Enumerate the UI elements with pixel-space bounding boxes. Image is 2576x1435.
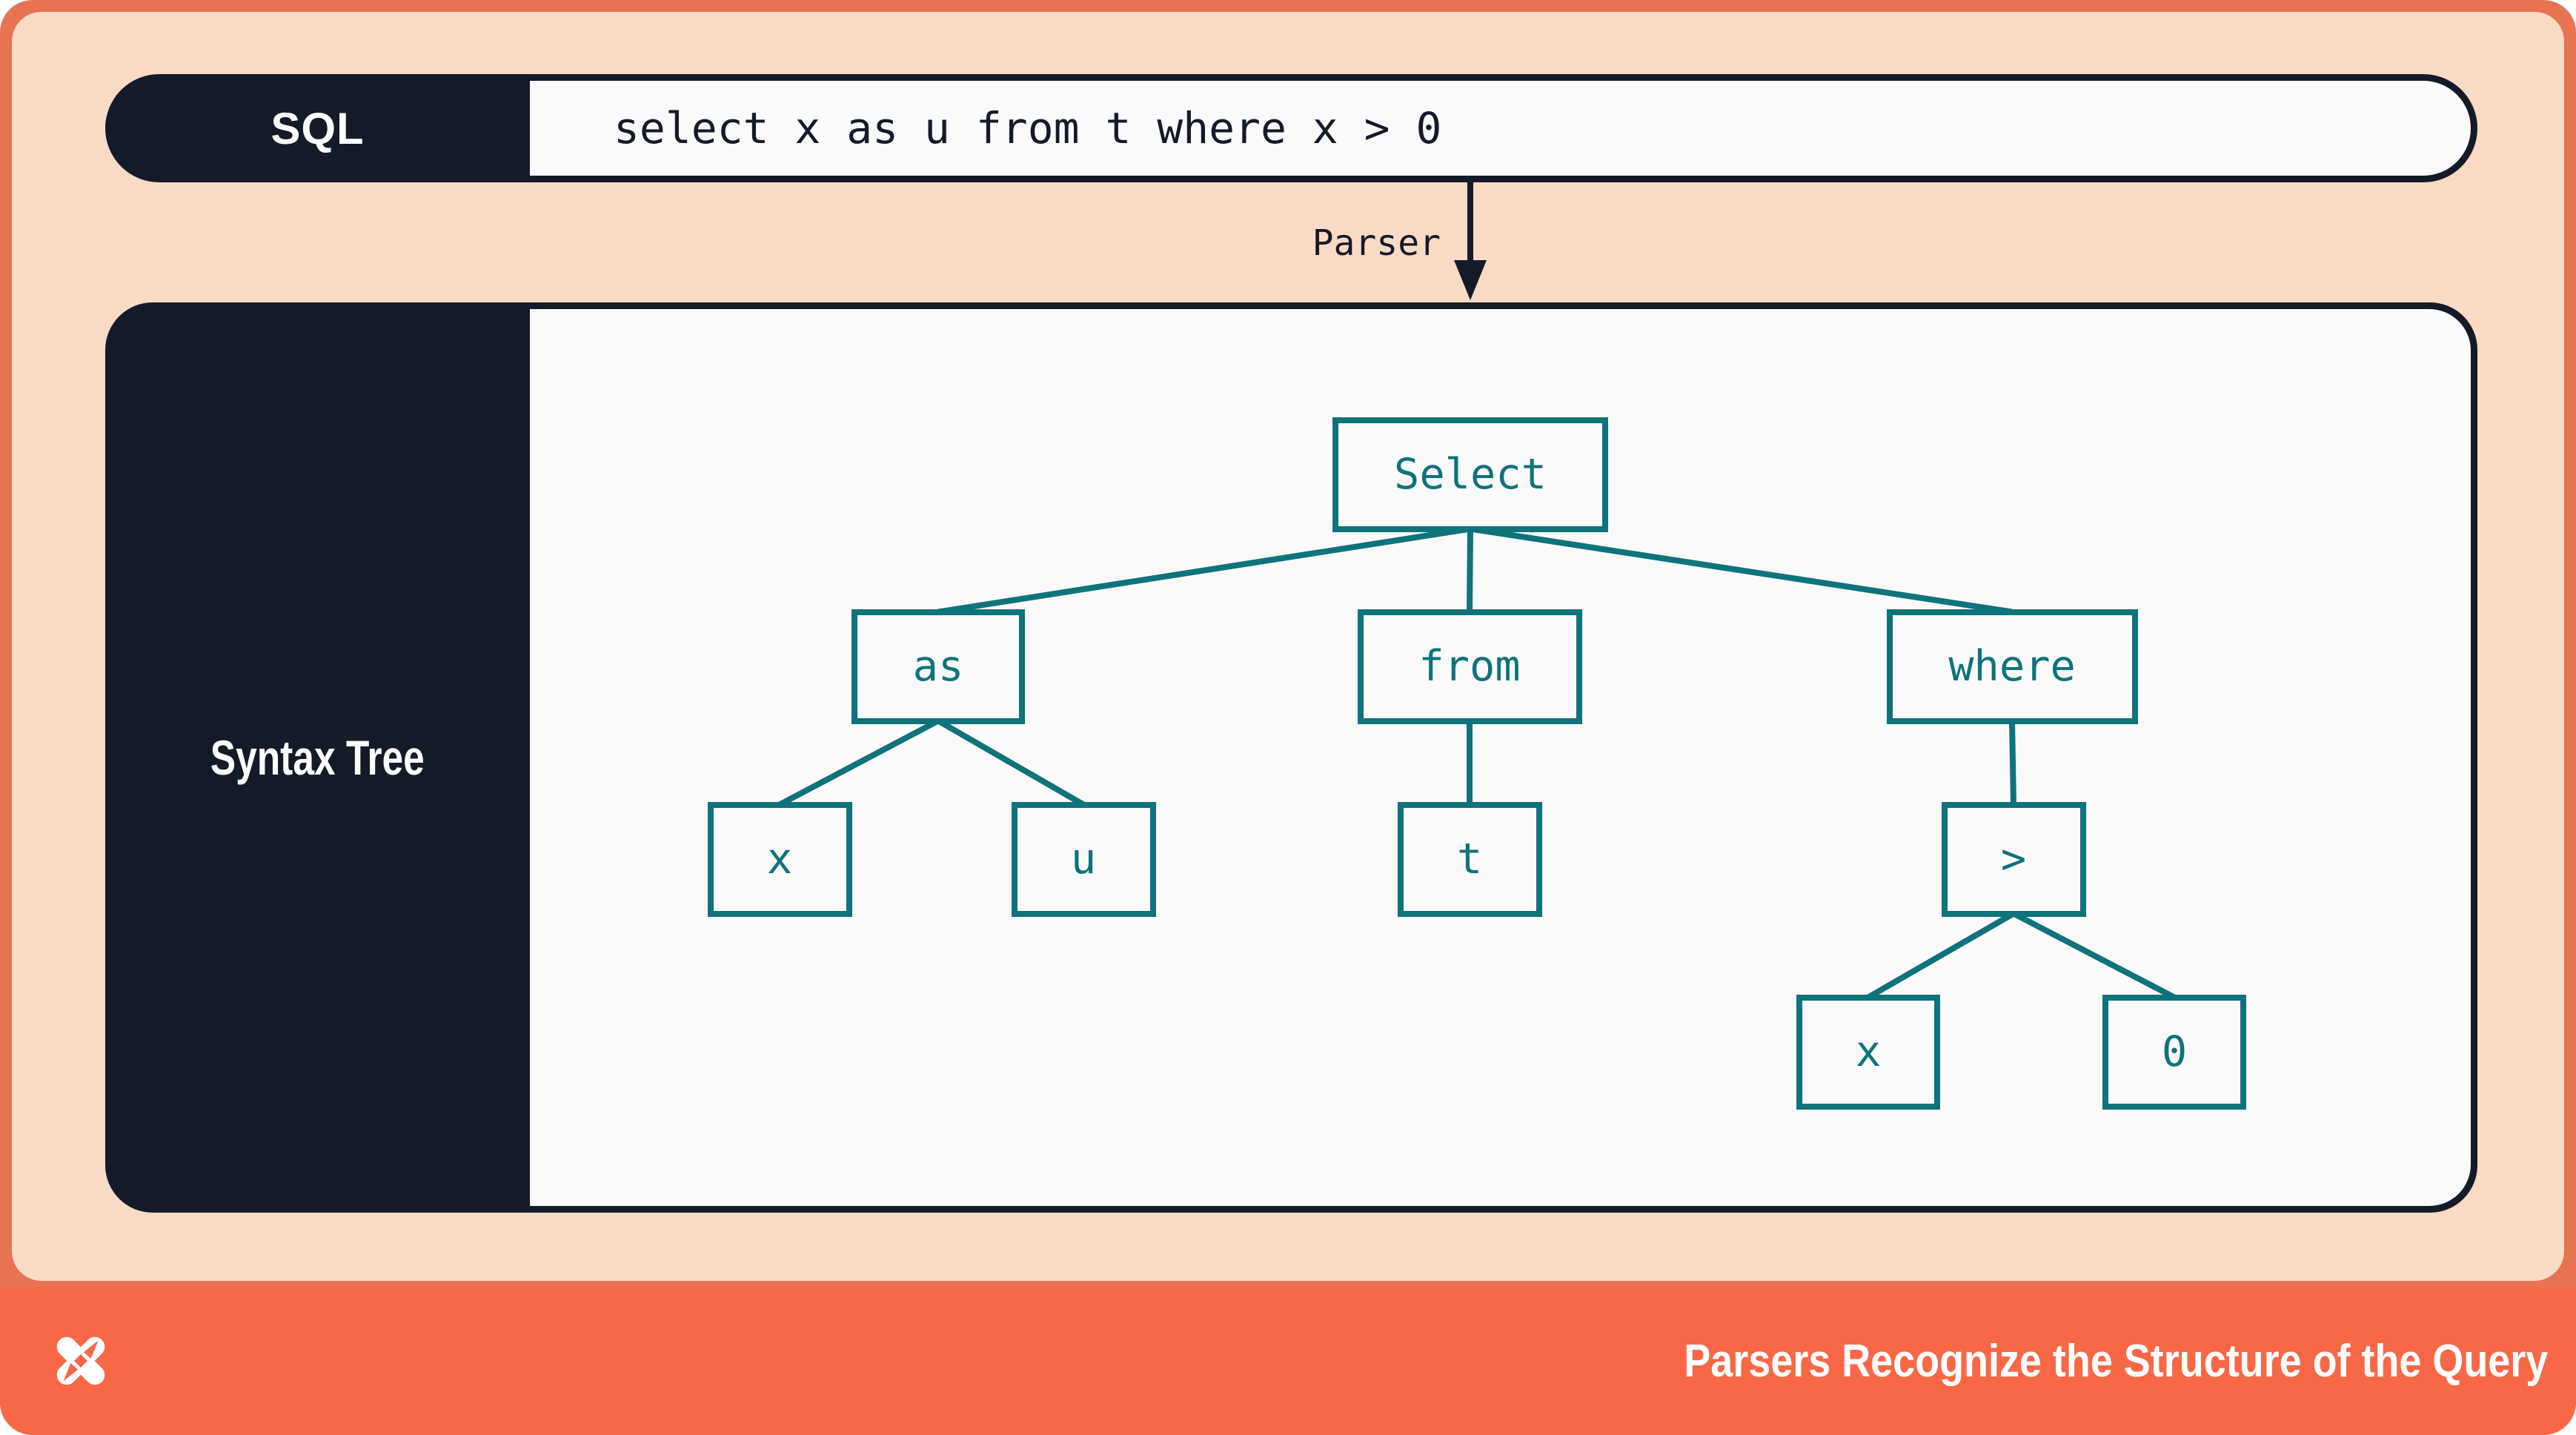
footer-bar: Parsers Recognize the Structure of the Q… (0, 1287, 2576, 1435)
tree-node-gt: > (1941, 801, 2086, 917)
syntax-tree-edges (778, 526, 2176, 1001)
parser-label: Parser (1312, 222, 1441, 264)
tree-node-t: t (1397, 801, 1542, 917)
parser-arrow-icon (1454, 182, 1487, 300)
tree-node-where: where (1886, 609, 2138, 724)
tree-node-u: u (1011, 801, 1156, 917)
sql-bar-label: SQL (270, 103, 365, 153)
sql-bar: SQL select x as u from t where x > 0 (105, 74, 2477, 182)
tree-edge-select-as (937, 526, 1471, 615)
tree-edge-gt-zero (2012, 910, 2176, 1001)
tree-node-x1: x (707, 801, 852, 917)
tree-node-zero: 0 (2102, 994, 2246, 1110)
syntax-tree-panel-label: Syntax Tree (210, 730, 425, 785)
tree-edge-select-where (1470, 526, 2013, 615)
x-spark-logo-icon (56, 1336, 105, 1385)
tree-edge-where-gt (2009, 720, 2016, 805)
tree-edge-gt-x2 (1867, 911, 2015, 1000)
tree-node-as: as (852, 609, 1025, 724)
tree-node-from: from (1357, 609, 1582, 724)
sql-query-text: select x as u from t where x > 0 (530, 81, 2471, 176)
tree-node-select: Select (1332, 417, 1608, 532)
tree-edge-as-x1 (778, 718, 940, 808)
tree-edge-as-u (937, 718, 1085, 807)
tree-node-x2: x (1796, 994, 1940, 1110)
footer-title: Parsers Recognize the Structure of the Q… (1683, 1336, 2548, 1387)
